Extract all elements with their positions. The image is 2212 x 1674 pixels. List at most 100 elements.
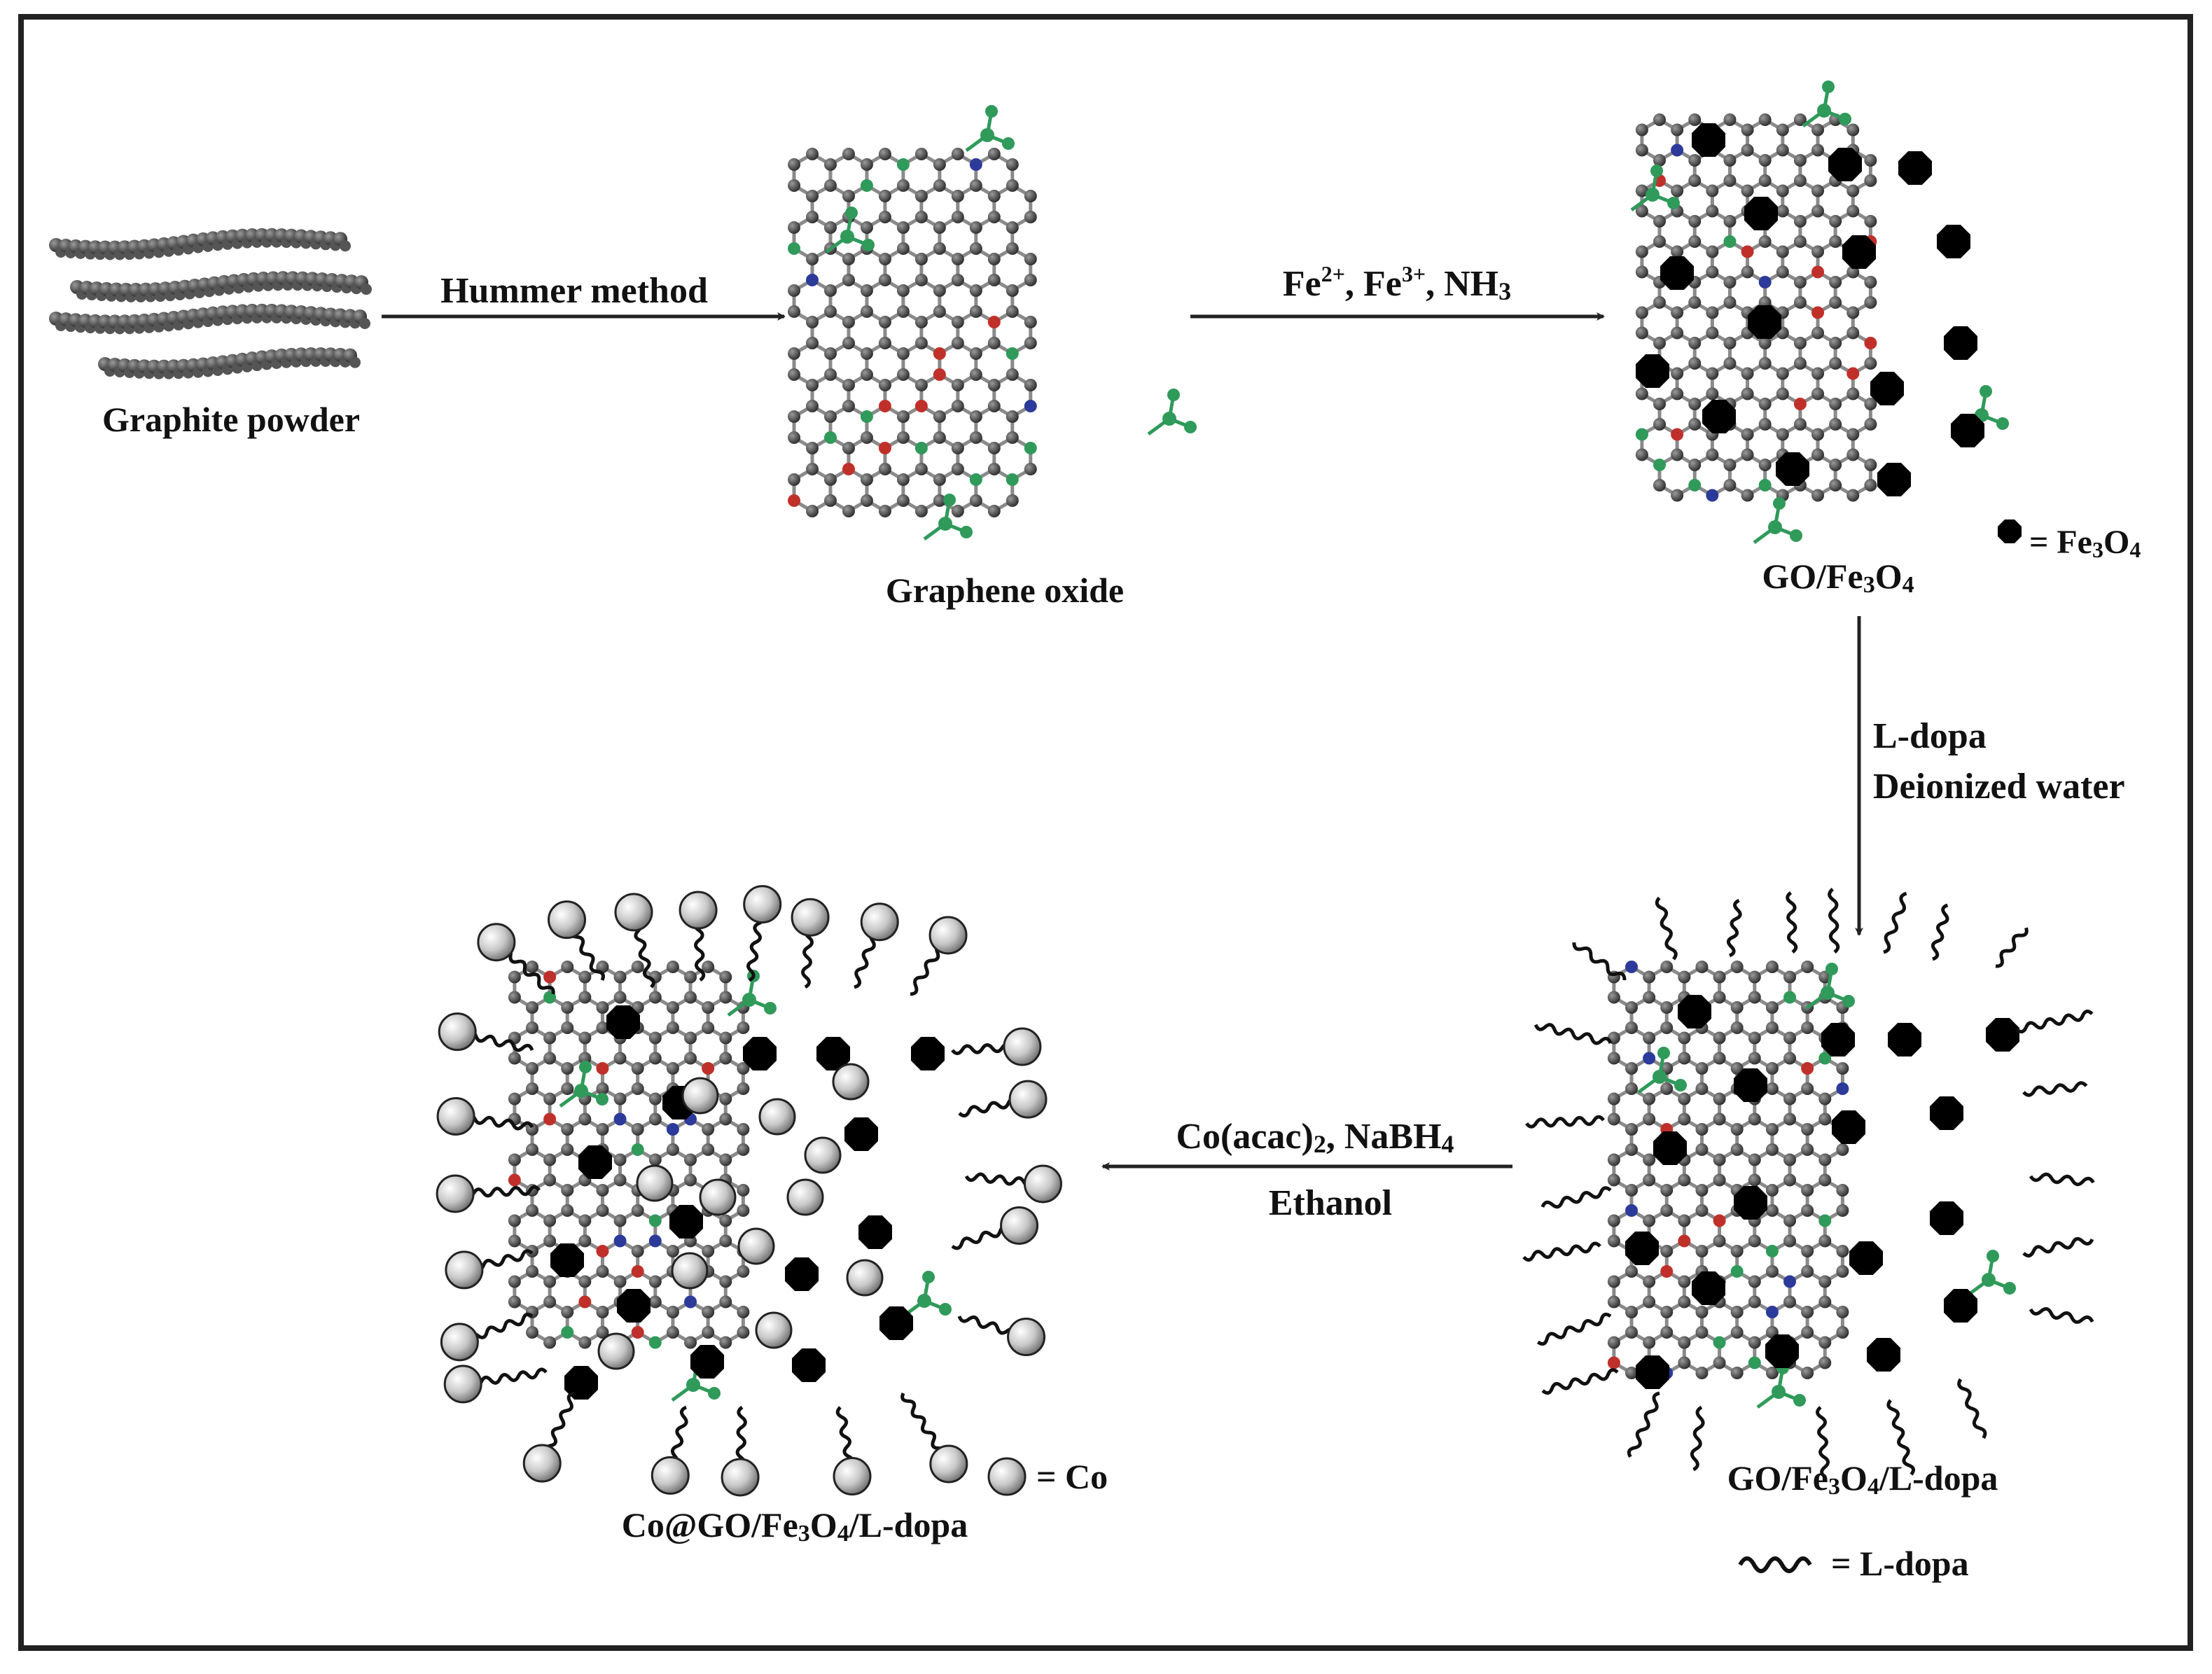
carbon-atom: [788, 431, 801, 444]
carbon-atom: [933, 494, 946, 507]
carbon-atom: [648, 1153, 662, 1166]
functional-group-atom: [1842, 995, 1855, 1007]
carbon-atom: [951, 379, 964, 391]
carbon-atom: [1801, 1245, 1814, 1257]
carbon-atom: [596, 1204, 609, 1217]
carbon-atom: [1758, 459, 1772, 471]
carbon-atom: [702, 1123, 715, 1136]
carbon-atom: [878, 379, 891, 391]
carbon-atom: [1643, 1214, 1656, 1227]
carbon-atom: [914, 505, 928, 517]
carbon-atom: [914, 337, 928, 349]
carbon-atom: [596, 1326, 609, 1339]
carbon-atom: [987, 400, 1001, 412]
carbon-atom: [1801, 1082, 1814, 1095]
carbon-atom: [1811, 326, 1825, 340]
carbon-atom: [578, 1275, 592, 1288]
carbon-atom: [1829, 215, 1842, 228]
carbon-atom: [1713, 1052, 1726, 1065]
carbon-atom: [702, 961, 715, 973]
oxygen-atom: [508, 1173, 521, 1187]
carbon-atom: [896, 284, 910, 297]
carbon-atom: [1829, 418, 1842, 431]
carbon-atom: [1793, 174, 1807, 187]
functional-group-atom: [1772, 1385, 1786, 1399]
oxygen-atom: [1671, 428, 1684, 441]
carbon-atom: [684, 1052, 697, 1065]
carbon-atom: [666, 1245, 679, 1257]
carbon-atom: [648, 1052, 662, 1065]
ldopa-chain: [1572, 942, 1627, 981]
functional-group-atom: [980, 128, 994, 142]
carbon-atom: [1653, 215, 1666, 228]
co-sphere: [477, 923, 516, 962]
carbon-atom: [684, 1031, 697, 1045]
functional-group-atom: [1162, 412, 1176, 426]
functional-group-atom: [1793, 1394, 1806, 1407]
carbon-atom: [969, 305, 982, 318]
nitrogen-atom: [1625, 1204, 1638, 1217]
carbon-atom: [1836, 1184, 1849, 1197]
nitrogen-atom: [648, 1234, 662, 1248]
carbon-atom: [951, 400, 964, 412]
ldopa-chain: [1816, 1406, 1830, 1479]
carbon-atom: [1660, 1184, 1674, 1197]
carbon-atom: [684, 970, 697, 984]
functional-group-atom: [1748, 1356, 1761, 1369]
fe3o4-particle: [1692, 1271, 1725, 1305]
carbon-atom: [914, 211, 928, 223]
functional-group-atom: [914, 442, 928, 454]
carbon-atom: [340, 240, 351, 252]
carbon-atom: [806, 400, 819, 412]
carbon-atom: [631, 1245, 644, 1257]
functional-group-atom: [1674, 1079, 1687, 1091]
carbon-atom: [1829, 398, 1842, 410]
carbon-atom: [1695, 1082, 1709, 1095]
carbon-atom: [1706, 265, 1719, 279]
carbon-atom: [1864, 215, 1877, 228]
oxygen-atom: [1811, 306, 1825, 319]
carbon-atom: [1836, 1204, 1849, 1217]
carbon-atom: [508, 1092, 521, 1105]
carbon-atom: [788, 158, 801, 171]
ldopa-chain: [1690, 1405, 1705, 1472]
fe3o4-particle: [564, 1366, 598, 1400]
co-sphere: [1000, 1206, 1039, 1245]
carbon-atom: [1758, 357, 1772, 370]
ldopa-chain: [2029, 1307, 2094, 1324]
functional-group-atom: [1723, 235, 1737, 248]
carbon-atom: [737, 1184, 750, 1197]
carbon-atom: [1678, 1295, 1691, 1309]
graphite-layer: [98, 347, 361, 379]
carbon-atom: [788, 368, 801, 381]
carbon-atom: [1818, 1336, 1832, 1349]
carbon-atom: [1758, 398, 1772, 410]
carbon-atom: [1653, 418, 1666, 431]
carbon-atom: [1811, 184, 1825, 197]
functional-group-atom: [1653, 459, 1666, 471]
carbon-atom: [951, 274, 964, 286]
carbon-atom: [1643, 1112, 1656, 1126]
carbon-atom: [842, 190, 855, 202]
carbon-atom: [1653, 296, 1666, 309]
nitrogen-atom: [1765, 1306, 1779, 1318]
carbon-atom: [1758, 235, 1772, 248]
carbon-atom: [613, 970, 627, 984]
carbon-atom: [1765, 1265, 1779, 1278]
carbon-atom: [1688, 418, 1702, 431]
carbon-atom: [1783, 970, 1797, 984]
carbon-atom: [1688, 215, 1702, 228]
functional-group-atom: [896, 158, 910, 171]
functional-group-atom: [840, 230, 854, 244]
carbon-atom: [1607, 1214, 1620, 1227]
carbon-atom: [1625, 1123, 1638, 1136]
carbon-atom: [1607, 1275, 1620, 1288]
carbon-atom: [596, 1184, 609, 1197]
carbon-atom: [631, 1123, 644, 1136]
functional-group-atom: [1713, 1336, 1726, 1349]
carbon-atom: [823, 284, 837, 297]
nitrogen-atom: [666, 1123, 679, 1136]
carbon-atom: [1006, 158, 1019, 171]
carbon-atom: [1818, 1153, 1832, 1166]
functional-group-atom: [2003, 1282, 2016, 1295]
